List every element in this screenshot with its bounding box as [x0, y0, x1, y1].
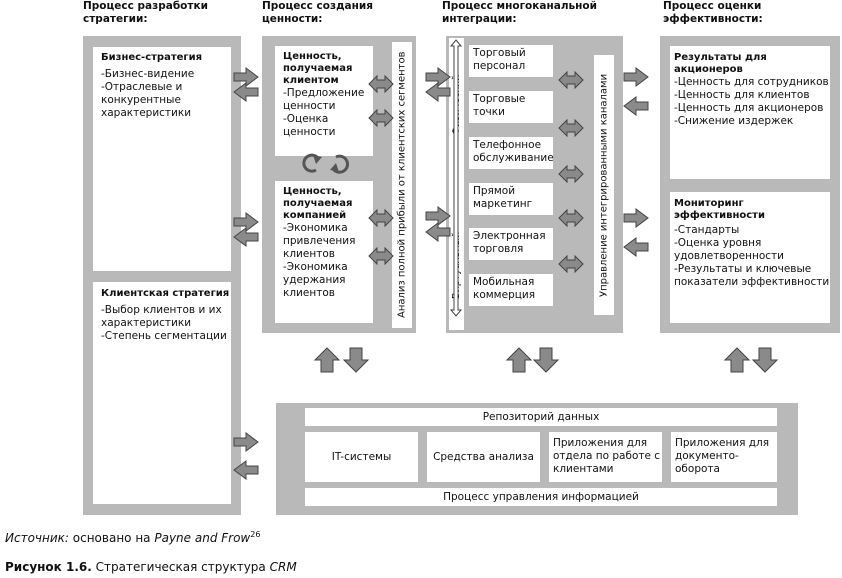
business-strategy-box: Бизнес-стратегия -Бизнес-видение -Отрасл…	[93, 47, 231, 271]
business-item: -Бизнес-видение	[101, 68, 195, 80]
arrow-bidirectional	[368, 75, 394, 93]
company-value-title: Ценность, получаемая компанией	[283, 186, 353, 221]
channel-item: Мобильная коммерция	[469, 274, 553, 306]
company-value-item: -Экономика привлечения клиентов	[283, 222, 356, 260]
arrow-bidirectional	[558, 209, 584, 227]
arrow-left	[623, 96, 649, 116]
cycle-icon	[302, 153, 349, 174]
customer-value-box: Ценность, получаемая клиентом -Предложен…	[275, 46, 373, 156]
integrated-strip: Управление интегрированными каналами	[594, 55, 614, 315]
customer-value-item: -Предложение ценности	[283, 87, 365, 112]
customer-item: -Выбор клиентов и их характеристики	[101, 304, 222, 329]
monitoring-item: -Результаты и ключевые показатели эффект…	[674, 263, 830, 288]
arrow-up	[506, 347, 532, 373]
arrow-left	[233, 227, 259, 247]
figure-text: Стратегическая структура	[95, 560, 266, 574]
channel-item: Электронная торговля	[469, 228, 553, 260]
arrow-bidirectional	[368, 109, 394, 127]
customer-value-item: -Оценка ценности	[283, 113, 336, 138]
customer-strategy-title: Клиентская стратегия	[101, 288, 230, 299]
channel-item: Телефонное обслуживание	[469, 137, 554, 169]
channel-item: Прямой маркетинг	[469, 183, 553, 215]
arrow-left	[425, 82, 451, 102]
figure-caption: Рисунок 1.6. Стратегическая структура CR…	[5, 560, 297, 575]
front-office-apps: Приложения для документо-оборота	[671, 432, 777, 482]
arrow-up	[314, 347, 340, 373]
monitoring-item: -Стандарты	[674, 224, 740, 236]
info-process: Процесс управления информацией	[305, 488, 777, 506]
it-systems: IT-системы	[305, 432, 418, 482]
header-strategy: Процесс разработки стратегии:	[83, 0, 208, 25]
source-text: основано на	[72, 531, 151, 545]
figure-ref: CRM	[269, 560, 297, 574]
customer-value-title: Ценность, получаемая клиентом	[283, 51, 353, 86]
cycle-arrow-right	[332, 154, 349, 174]
figure-label: Рисунок 1.6.	[5, 560, 92, 574]
customer-item: -Степень сегментации	[101, 330, 227, 342]
shareholder-item: -Ценность для клиентов	[674, 89, 810, 101]
arrow-bidirectional	[558, 165, 584, 183]
shareholder-item: -Ценность для акционеров	[674, 102, 824, 114]
channel-item: Торговый персонал	[469, 45, 553, 77]
cycle-arrowhead	[330, 163, 339, 172]
monitoring-box: Мониторинг эффективности -Стандарты -Оце…	[670, 192, 830, 323]
header-value: Процесс создания ценности:	[262, 0, 373, 25]
arrow-bidirectional	[368, 247, 394, 265]
back-office-apps: Приложения для отдела по работе с клиент…	[549, 432, 662, 482]
arrow-down	[752, 347, 778, 373]
shareholder-title: Результаты для акционеров	[674, 52, 767, 75]
source-note: Источник: основано на Payne and Frow26	[5, 527, 260, 546]
arrow-right	[623, 67, 649, 87]
arrow-up	[724, 347, 750, 373]
data-repository: Репозиторий данных	[305, 408, 777, 426]
header-multichannel: Процесс многоканальной интеграции:	[442, 0, 597, 25]
monitoring-title: Мониторинг эффективности	[674, 198, 765, 221]
shareholder-item: -Снижение издержек	[674, 115, 794, 127]
shareholder-box: Результаты для акционеров -Ценность для …	[670, 46, 830, 179]
monitoring-item: -Оценка уровня удовлетворенности	[674, 237, 784, 262]
arrow-bidirectional	[558, 119, 584, 137]
arrow-down	[343, 347, 369, 373]
arrow-down	[533, 347, 559, 373]
source-ref: Payne and Frow	[154, 531, 251, 545]
arrow-left	[233, 460, 259, 480]
source-sup: 26	[250, 530, 261, 539]
company-value-item: -Экономика удержания клиентов	[283, 261, 348, 299]
cycle-arrowhead	[313, 155, 322, 164]
source-label: Источник:	[5, 531, 69, 545]
analysis-tools: Средства анализа	[427, 432, 540, 482]
physical-virtual-arrow	[450, 39, 462, 317]
customer-strategy-box: Клиентская стратегия -Выбор клиентов и и…	[93, 282, 231, 504]
arrow-bidirectional	[558, 255, 584, 273]
business-item: -Отраслевые и конкурентные характеристик…	[101, 81, 192, 119]
header-performance: Процесс оценки эффективности:	[663, 0, 763, 25]
arrow-right	[425, 206, 451, 226]
arrow-bidirectional	[368, 209, 394, 227]
arrow-left	[425, 222, 451, 242]
arrow-bidirectional	[558, 71, 584, 89]
arrow-left	[623, 237, 649, 257]
segment-profit-strip: Анализ полной прибыли от клиентских сегм…	[392, 42, 412, 328]
shareholder-item: -Ценность для сотрудников	[674, 76, 829, 88]
channel-item: Торговые точки	[469, 91, 553, 123]
business-strategy-title: Бизнес-стратегия	[101, 52, 203, 63]
arrow-left	[233, 82, 259, 102]
arrow-right	[233, 432, 259, 452]
company-value-box: Ценность, получаемая компанией -Экономик…	[275, 181, 373, 323]
arrow-right	[623, 208, 649, 228]
